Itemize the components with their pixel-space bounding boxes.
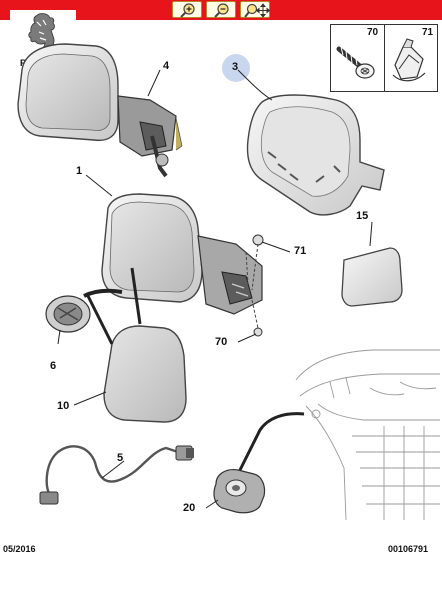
part-20-adjust-switch <box>213 412 305 514</box>
callout-20: 20 <box>183 502 196 514</box>
part-10-mirror-glass <box>86 267 187 423</box>
callout-4: 4 <box>163 60 170 72</box>
callout-5: 5 <box>117 452 124 464</box>
clip-icon <box>392 38 426 82</box>
callout-10: 10 <box>57 400 70 412</box>
footer-date: 05/2016 <box>3 544 36 554</box>
footer-ref: 00106791 <box>388 544 429 554</box>
legend-label-70: 70 <box>367 27 379 38</box>
zoom-in-icon <box>180 3 195 18</box>
callout-15: 15 <box>356 210 369 222</box>
screw-icon <box>336 46 375 79</box>
part-5-wiring-harness <box>39 445 194 505</box>
dashboard-outline <box>295 349 440 521</box>
part-4-mirror-housing <box>17 43 183 178</box>
part-6-glass-actuator <box>45 288 123 333</box>
toolbar <box>0 0 442 20</box>
zoom-pan-button[interactable] <box>240 1 271 18</box>
zoom-out-button[interactable] <box>206 1 236 18</box>
callout-6: 6 <box>50 360 57 372</box>
callout-1: 1 <box>76 165 83 177</box>
zoom-in-button[interactable] <box>172 1 202 18</box>
part-1-mirror-assembly <box>101 193 264 337</box>
part-3-mirror-cover <box>246 94 385 216</box>
zoom-out-icon <box>214 3 229 18</box>
part-15-cap <box>341 247 403 307</box>
leader-lines <box>57 69 373 509</box>
callout-3: 3 <box>232 61 239 73</box>
callout-70: 70 <box>215 336 228 348</box>
callout-71: 71 <box>294 245 307 257</box>
zoom-move-icon <box>244 3 271 18</box>
fastener-legend: 70 71 <box>330 24 438 92</box>
legend-label-71: 71 <box>422 27 434 38</box>
